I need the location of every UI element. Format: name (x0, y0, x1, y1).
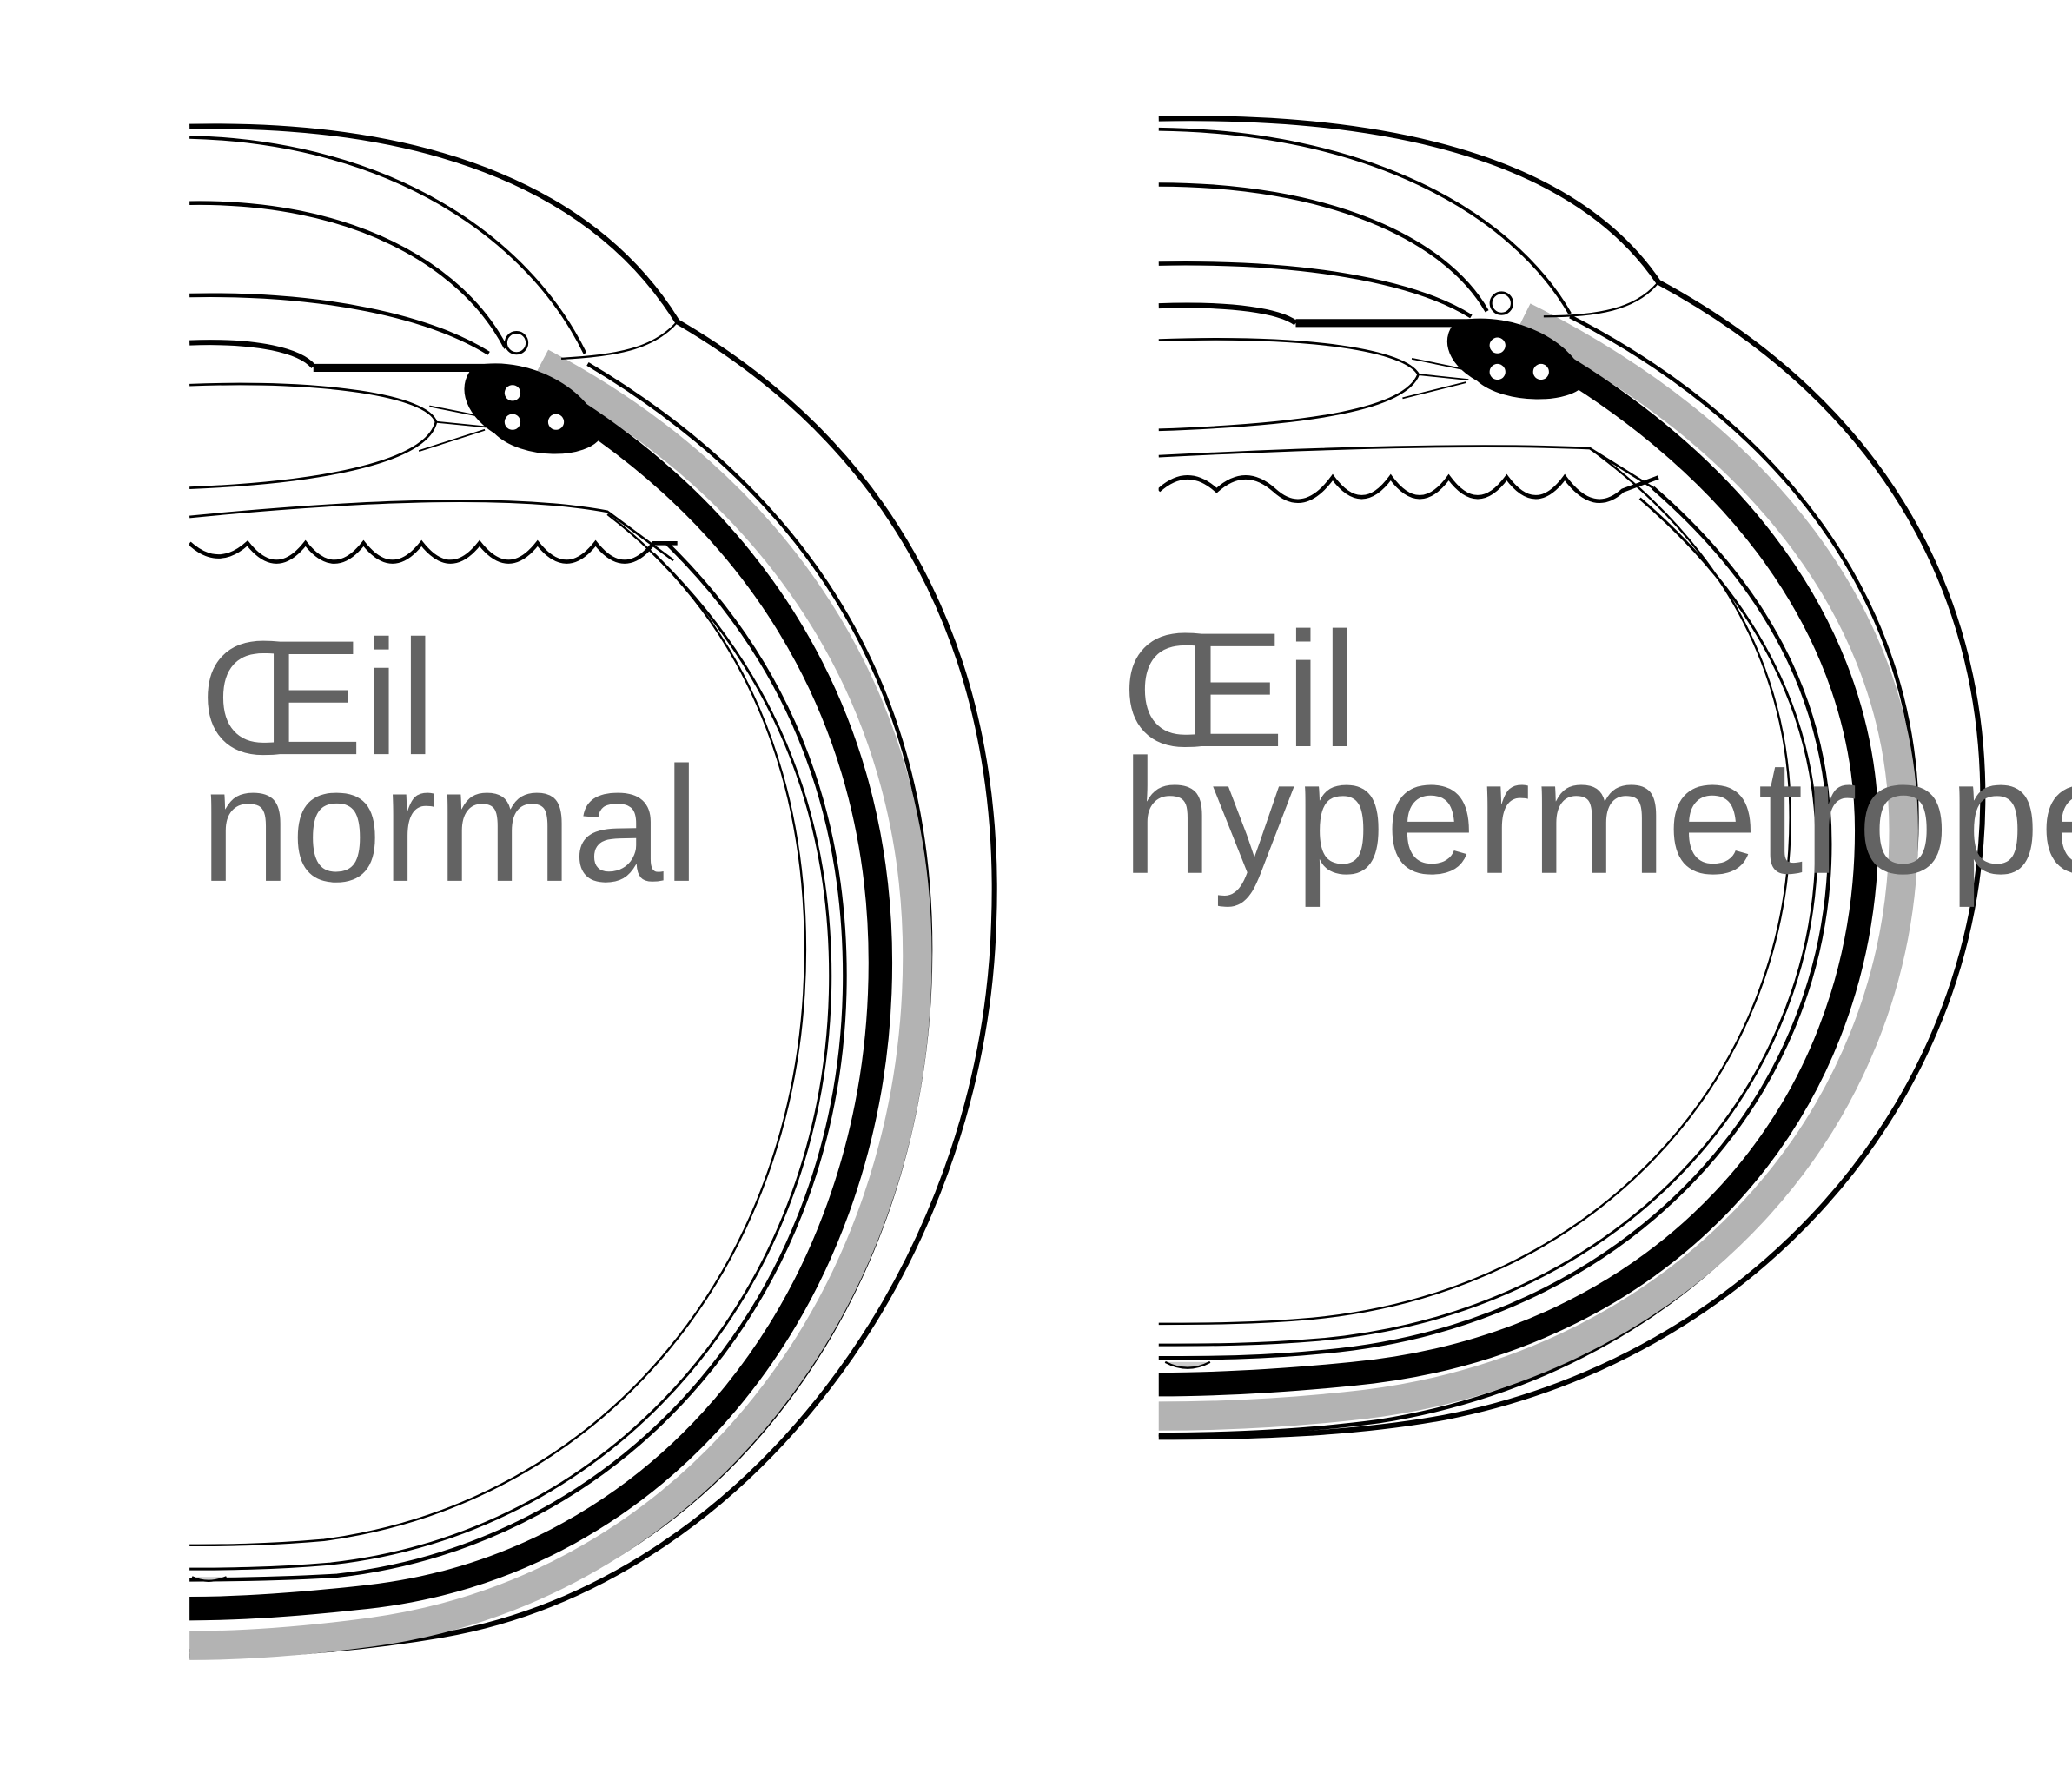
inner-line-3 (1158, 447, 1791, 1326)
sclera-inner (189, 361, 933, 1653)
inner-line-2 (1158, 497, 1818, 1347)
lens (1158, 338, 1420, 432)
ciliary-body (1446, 318, 1586, 400)
zonule-2 (418, 428, 486, 452)
hypermetropic-eye-drawing (1158, 116, 1986, 1440)
ciliary-dot (504, 414, 521, 430)
hypermetropic-eye-label-line2: hypermetrope (1122, 725, 2072, 908)
iris-line (1158, 261, 1473, 319)
normal-eye-label-line2: normal (200, 733, 699, 916)
zonule-3 (429, 405, 483, 418)
cornea-2 (189, 135, 587, 354)
pupil-edge (189, 340, 316, 369)
vitreous-line (1158, 445, 1654, 489)
normal-eye-drawing (189, 123, 997, 1660)
normal-eye-label-line1: Œil (200, 606, 436, 789)
choroid-band (189, 349, 932, 1660)
cornea-3 (189, 201, 508, 349)
cornea-outer (189, 123, 680, 323)
inner-line-1 (1158, 486, 1832, 1360)
zonule-1 (435, 420, 489, 428)
ciliary-dot (504, 385, 521, 401)
retina-band (1158, 325, 1879, 1397)
ciliary-dot (1489, 337, 1506, 354)
retina-band (189, 372, 893, 1621)
iris-line (189, 293, 490, 355)
inner-line-3 (189, 513, 807, 1547)
sclera-outer (1158, 280, 1986, 1440)
cornea-2 (1158, 127, 1572, 315)
choroid-band (1158, 303, 1918, 1431)
wave-line (1158, 473, 1659, 504)
cornea-curve-joint (1543, 281, 1659, 318)
cornea-3 (1158, 182, 1489, 313)
fovea-bump (1164, 1360, 1211, 1369)
schlemm-canal (1489, 291, 1513, 315)
zonule-2 (1402, 381, 1466, 400)
ciliary-body (464, 363, 603, 454)
ciliary-dot (1489, 363, 1506, 380)
ciliary-dot (547, 414, 565, 430)
ciliary-dot (1532, 363, 1549, 380)
inner-line-2 (189, 553, 832, 1571)
wave-line (189, 539, 678, 564)
cornea-outer (1158, 116, 1661, 284)
fovea-bump (191, 1576, 228, 1582)
zonule-3 (1411, 357, 1464, 370)
pupil-edge (1158, 302, 1298, 326)
inner-line-1 (189, 541, 847, 1582)
lens (189, 382, 438, 489)
cornea-curve-joint (561, 321, 679, 360)
vitreous-line (189, 500, 674, 562)
schlemm-canal (504, 330, 529, 355)
zonule-1 (1418, 374, 1469, 381)
hypermetropic-eye-label-line1: Œil (1122, 599, 1358, 781)
